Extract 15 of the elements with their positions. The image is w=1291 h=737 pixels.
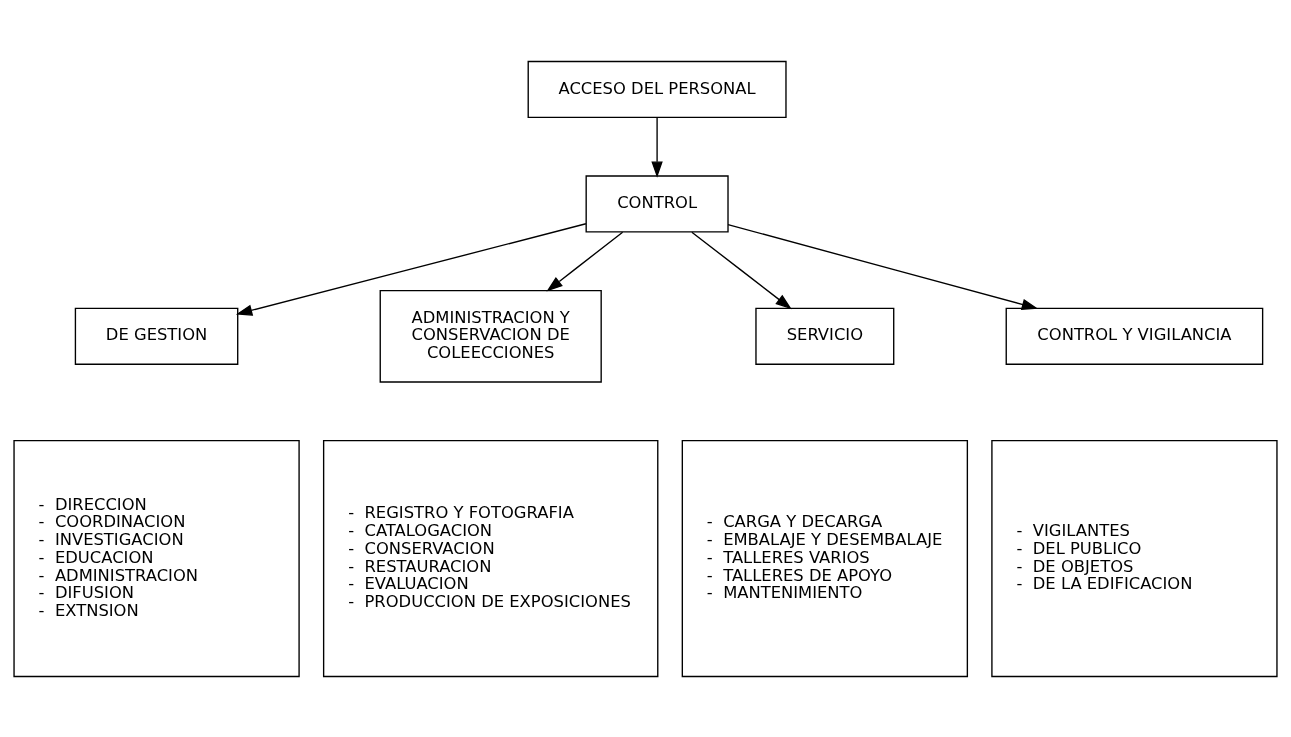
arrow [727, 223, 1039, 310]
node-box: - VIGILANTES - DEL PUBLICO - DE OBJETOS - DE LA EDIFICACION [991, 439, 1278, 677]
arrow [235, 222, 587, 316]
node-box: SERVICIO [755, 307, 895, 365]
node-box: - DIRECCION - COORDINACION - INVESTIGACION - EDUCACION - ADMINISTRACION - DIFUSION - EXTNSION [13, 439, 300, 677]
node-box: - CARGA Y DECARGA - EMBALAJE Y DESEMBALAJE - TALLERES VARIOS - TALLERES DE APOYO - MANTENIMIENTO [681, 439, 969, 677]
arrow [546, 231, 624, 291]
node-box: ADMINISTRACION Y CONSERVACION DE COLEECCIONES [379, 289, 602, 383]
node-box: DE GESTION [74, 307, 239, 365]
node-box: CONTROL [585, 174, 729, 233]
node-box: CONTROL Y VIGILANCIA [1005, 307, 1264, 365]
node-box: - REGISTRO Y FOTOGRAFIA - CATALOGACION - CONSERVACION - RESTAURACION - EVALUACION - PRODUCCION DE EXPOSICIONES [322, 439, 659, 677]
arrow [651, 116, 663, 178]
arrow [691, 231, 792, 309]
node-box: ACCESO DEL PERSONAL [527, 60, 787, 118]
